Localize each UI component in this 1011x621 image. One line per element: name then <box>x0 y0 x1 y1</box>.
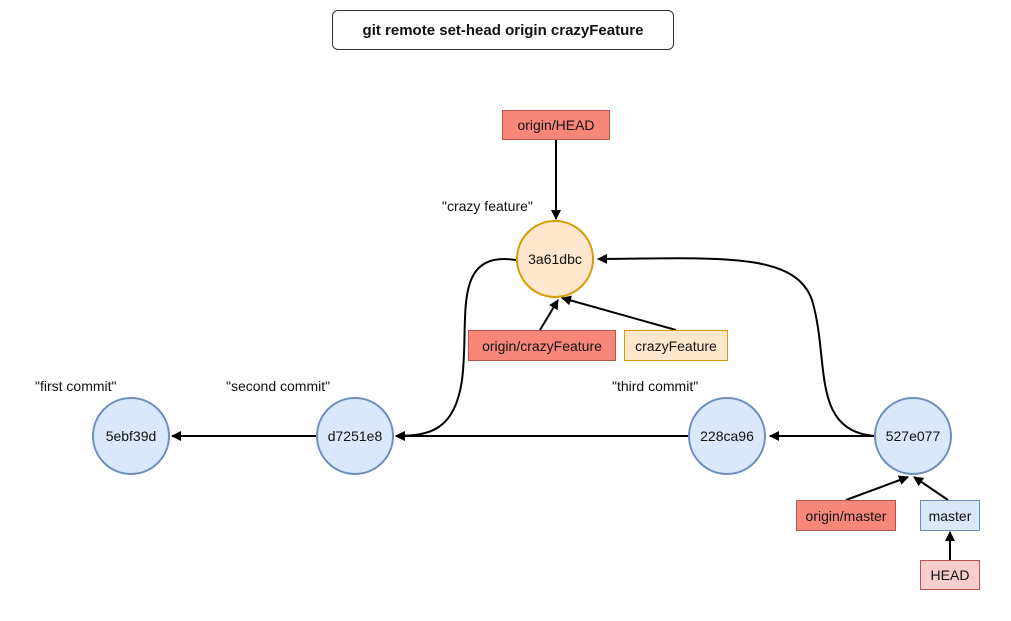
commit-node-5ebf39d: 5ebf39d <box>92 397 170 475</box>
ref-origin-head: origin/HEAD <box>502 110 610 140</box>
commit-message-d7251e8: "second commit" <box>226 378 331 394</box>
edge-origin-master-to-527e077 <box>845 475 909 501</box>
commit-node-228ca96: 228ca96 <box>688 397 766 475</box>
edge-origin-crazyfeature-to-3a61dbc <box>539 299 559 331</box>
ref-master: master <box>920 500 980 531</box>
edge-master-to-527e077 <box>913 476 949 501</box>
commit-message-5ebf39d: "first commit" <box>35 378 117 394</box>
edge-3a61dbc-to-d7251e8 <box>395 258 517 441</box>
edge-crazyfeature-to-3a61dbc <box>561 295 677 331</box>
commit-node-527e077: 527e077 <box>874 397 952 475</box>
commit-node-d7251e8: d7251e8 <box>316 397 394 475</box>
ref-crazyfeature: crazyFeature <box>624 330 728 361</box>
edge-527e077-to-3a61dbc <box>597 253 875 437</box>
commit-node-3a61dbc: 3a61dbc <box>516 220 594 298</box>
command-title: git remote set-head origin crazyFeature <box>332 10 674 50</box>
commit-message-3a61dbc: "crazy feature" <box>442 198 533 214</box>
ref-origin-master: origin/master <box>796 500 896 531</box>
commit-message-228ca96: "third commit" <box>612 378 699 394</box>
ref-origin-crazyfeature: origin/crazyFeature <box>468 330 616 361</box>
ref-head: HEAD <box>920 560 980 590</box>
